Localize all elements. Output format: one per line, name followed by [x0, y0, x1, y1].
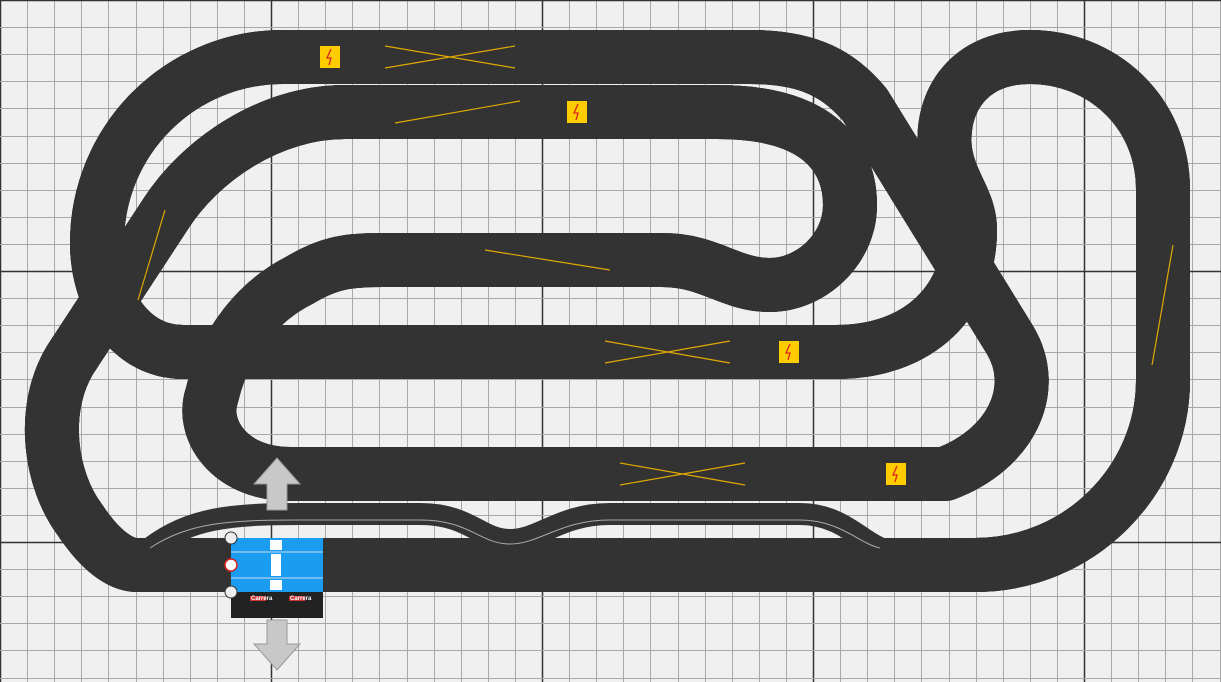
connector-handle[interactable] — [224, 585, 238, 599]
connector-handle[interactable] — [224, 531, 238, 545]
power-supplies — [320, 46, 906, 485]
lightning-bolt — [325, 48, 332, 66]
lightning-icon[interactable] — [320, 46, 340, 68]
lightning-icon[interactable] — [886, 463, 906, 485]
lightning-bolt — [572, 103, 579, 121]
pit-lane[interactable] — [143, 503, 885, 559]
start-logo-left: Carrera — [251, 596, 273, 602]
lightning-bolt — [784, 343, 791, 361]
lightning-icon[interactable] — [779, 341, 799, 363]
arrow-up-icon[interactable] — [252, 457, 302, 511]
lane-change-markings — [137, 45, 1174, 486]
lightning-bolt — [891, 465, 898, 483]
lightning-icon[interactable] — [567, 101, 587, 123]
track-layout[interactable] — [52, 30, 1174, 592]
selected-connector-handle[interactable] — [224, 558, 238, 572]
start-logo-right: Carrera — [290, 596, 312, 602]
start-grid-piece[interactable]: Carrera Carrera — [224, 531, 323, 618]
arrow-down-icon[interactable] — [252, 619, 302, 671]
